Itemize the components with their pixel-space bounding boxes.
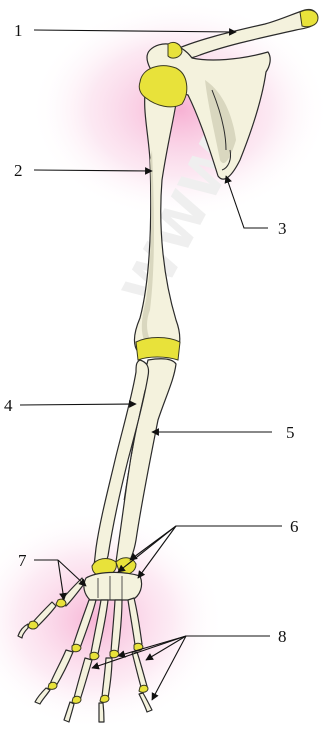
elbow-cartilage bbox=[136, 338, 180, 361]
clavicle-tip bbox=[300, 10, 318, 27]
label-7: 7 bbox=[18, 551, 27, 570]
label-4: 4 bbox=[4, 396, 13, 415]
carpal-bones bbox=[84, 572, 142, 600]
label-1: 1 bbox=[14, 21, 23, 40]
label-6: 6 bbox=[290, 517, 299, 536]
label-2: 2 bbox=[14, 161, 23, 180]
label-3: 3 bbox=[278, 219, 287, 238]
hand-glow bbox=[0, 510, 225, 730]
label-8: 8 bbox=[278, 627, 287, 646]
label-5: 5 bbox=[286, 423, 295, 442]
